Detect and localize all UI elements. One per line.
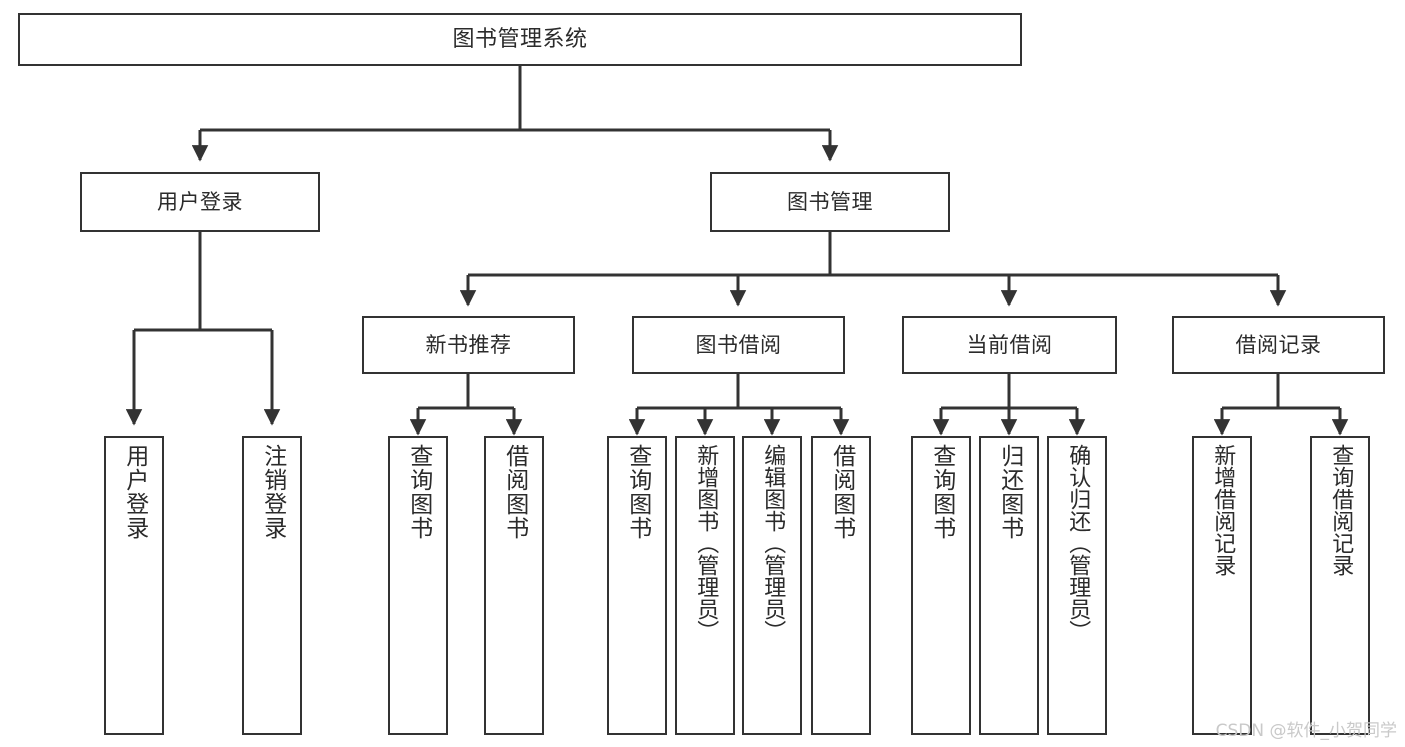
leaf-borrow-books-recommend-label: 借阅图书	[501, 444, 528, 540]
leaf-add-borrow-record-label: 新增借阅记录	[1210, 444, 1236, 576]
node-user-login[interactable]: 用户登录	[80, 172, 320, 232]
leaf-add-book-admin[interactable]: 新增图书（管理员）	[675, 436, 735, 735]
leaf-confirm-return-admin[interactable]: 确认归还（管理员）	[1047, 436, 1107, 735]
node-book-management-label: 图书管理	[787, 189, 873, 214]
leaf-query-borrow-record[interactable]: 查询借阅记录	[1310, 436, 1370, 735]
node-user-login-label: 用户登录	[157, 189, 243, 214]
csdn-watermark: CSDN @软件_小贺同学	[1215, 721, 1397, 741]
leaf-borrow-books-recommend[interactable]: 借阅图书	[484, 436, 544, 735]
leaf-query-books-current[interactable]: 查询图书	[911, 436, 971, 735]
node-current-borrow[interactable]: 当前借阅	[902, 316, 1117, 374]
leaf-logout[interactable]: 注销登录	[242, 436, 302, 735]
leaf-query-books-borrow[interactable]: 查询图书	[607, 436, 667, 735]
leaf-user-login-label: 用户登录	[121, 444, 148, 540]
leaf-query-borrow-record-label: 查询借阅记录	[1328, 444, 1354, 576]
leaf-borrow-books-label: 借阅图书	[828, 444, 855, 540]
leaf-query-books-current-label: 查询图书	[928, 444, 955, 540]
leaf-query-books-recommend-label: 查询图书	[405, 444, 432, 540]
leaf-return-books-label: 归还图书	[996, 444, 1023, 540]
leaf-query-books-borrow-label: 查询图书	[624, 444, 651, 540]
leaf-logout-label: 注销登录	[259, 444, 286, 540]
node-current-borrow-label: 当前借阅	[966, 332, 1053, 357]
leaf-confirm-return-admin-label: 确认归还（管理员）	[1065, 444, 1091, 642]
node-new-book-recommend-label: 新书推荐	[425, 332, 512, 357]
node-borrow-records[interactable]: 借阅记录	[1172, 316, 1385, 374]
leaf-edit-book-admin-label: 编辑图书（管理员）	[760, 444, 786, 642]
node-root[interactable]: 图书管理系统	[18, 13, 1022, 66]
leaf-user-login[interactable]: 用户登录	[104, 436, 164, 735]
leaf-add-book-admin-label: 新增图书（管理员）	[693, 444, 719, 642]
leaf-query-books-recommend[interactable]: 查询图书	[388, 436, 448, 735]
leaf-edit-book-admin[interactable]: 编辑图书（管理员）	[742, 436, 802, 735]
node-book-borrow-label: 图书借阅	[695, 332, 782, 357]
node-book-borrow[interactable]: 图书借阅	[632, 316, 845, 374]
leaf-borrow-books[interactable]: 借阅图书	[811, 436, 871, 735]
node-borrow-records-label: 借阅记录	[1235, 332, 1322, 357]
node-root-label: 图书管理系统	[452, 26, 588, 52]
node-new-book-recommend[interactable]: 新书推荐	[362, 316, 575, 374]
node-book-management[interactable]: 图书管理	[710, 172, 950, 232]
leaf-return-books[interactable]: 归还图书	[979, 436, 1039, 735]
leaf-add-borrow-record[interactable]: 新增借阅记录	[1192, 436, 1252, 735]
